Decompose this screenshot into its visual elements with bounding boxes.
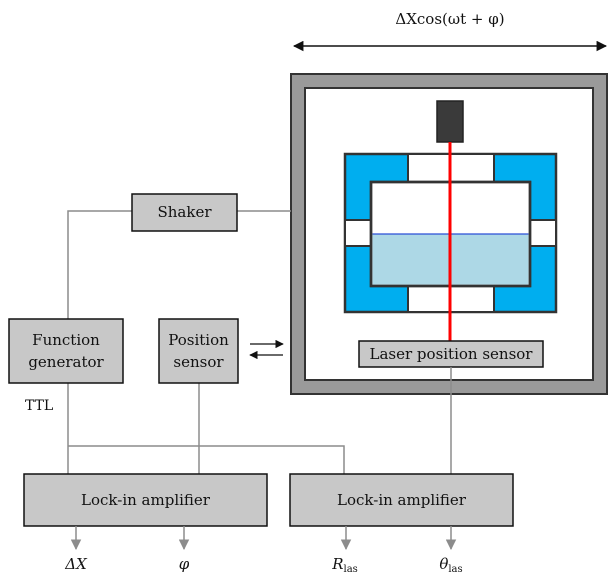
- holder-notch-right: [527, 219, 557, 247]
- lockin-amplifier-left-box: [23, 473, 268, 527]
- laser-position-sensor-label: Laser position sensor: [370, 345, 534, 363]
- function-generator-box: [8, 318, 124, 384]
- output-phi: φ: [179, 555, 190, 573]
- shaker-box: [131, 193, 238, 232]
- motion-label: ΔXcos(ωt + φ): [395, 10, 504, 28]
- output-theta-las: θlas: [439, 555, 462, 575]
- function-generator-label-line1: Function: [32, 331, 100, 349]
- holder-notch-left: [344, 219, 374, 247]
- output-delta-x: ΔX: [64, 555, 88, 573]
- laser-position-sensor-box: [358, 340, 544, 368]
- shaker-label: Shaker: [157, 203, 212, 221]
- laser-emitter: [436, 100, 464, 143]
- position-sensor-box: [158, 318, 239, 384]
- lockin-amplifier-left-label: Lock-in amplifier: [81, 491, 211, 509]
- lockin-amplifier-right-label: Lock-in amplifier: [337, 491, 467, 509]
- position-sensor-label-line1: Position: [168, 331, 229, 349]
- lockin-amplifier-right-box: [289, 473, 514, 527]
- wiring: [67, 210, 452, 474]
- ttl-label: TTL: [25, 398, 53, 414]
- output-arrows: [70, 526, 457, 551]
- function-generator-label-line2: generator: [28, 353, 104, 371]
- position-sensor-label-line2: sensor: [173, 353, 224, 371]
- output-r-las: Rlas: [331, 555, 358, 575]
